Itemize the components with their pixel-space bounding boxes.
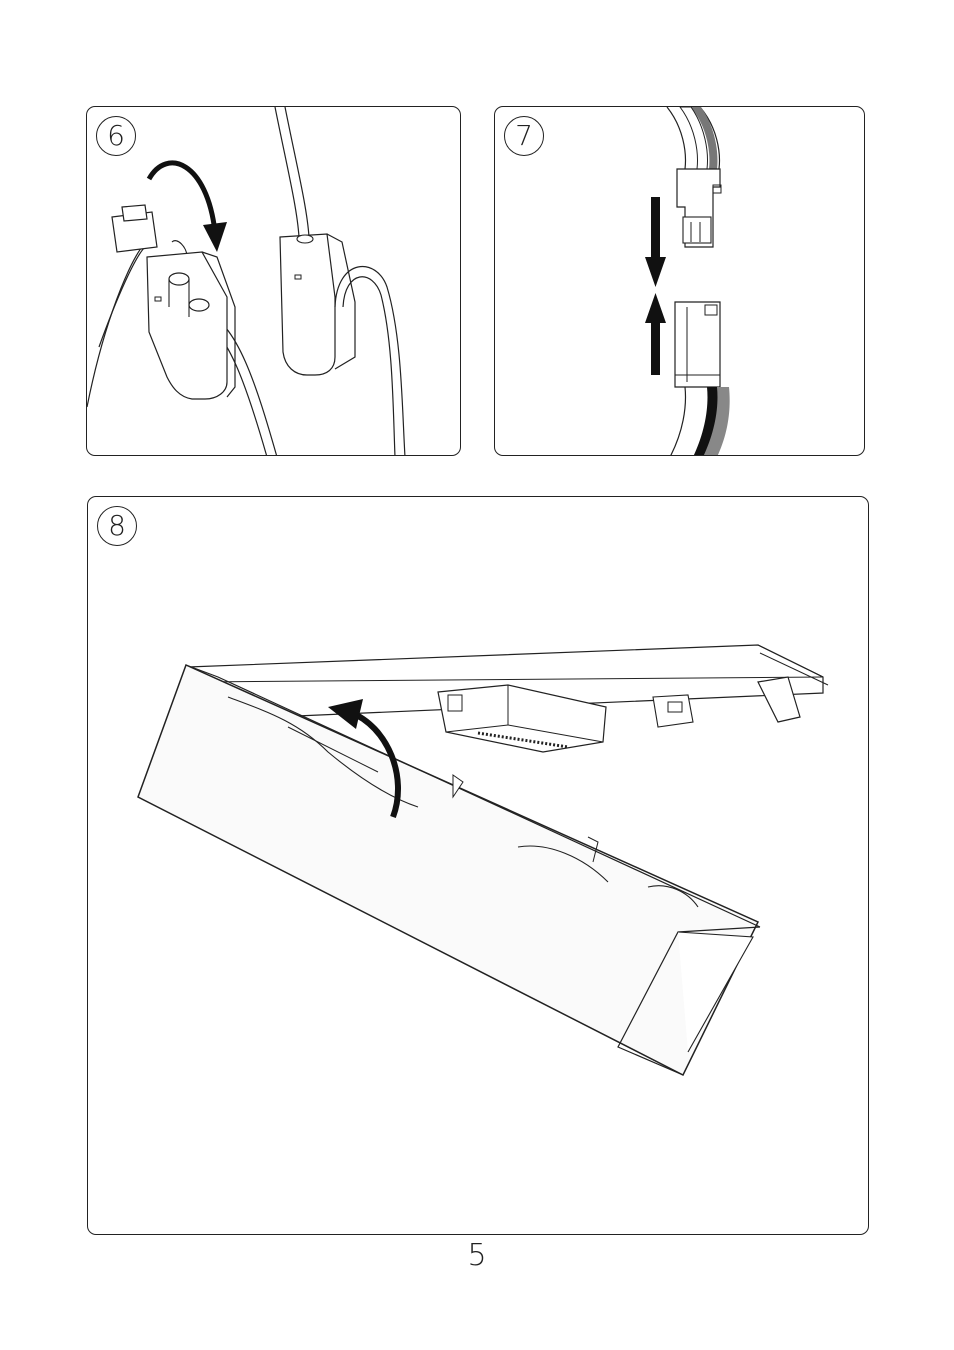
step-7-panel: 7 [494, 106, 865, 456]
step-6-illustration [87, 107, 461, 456]
step-number-badge: 6 [96, 116, 136, 156]
step-7-illustration [495, 107, 865, 456]
page-number: 5 [0, 1238, 954, 1273]
step-number-badge: 8 [97, 506, 137, 546]
step-8-panel: 8 [87, 496, 869, 1235]
step-number-badge: 7 [504, 116, 544, 156]
step-6-panel: 6 [86, 106, 461, 456]
step-8-illustration [88, 497, 869, 1235]
